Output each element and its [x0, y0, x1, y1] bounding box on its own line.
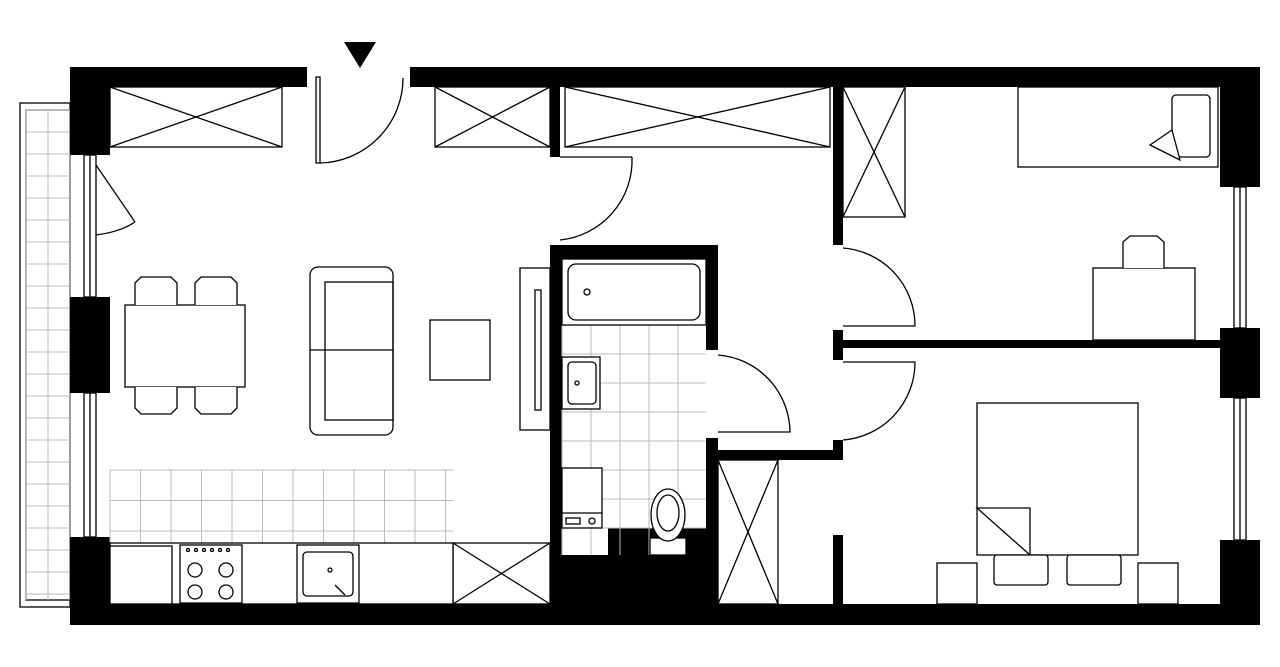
walls	[70, 67, 1260, 625]
window-icon	[83, 154, 1247, 541]
kitchen	[109, 469, 454, 605]
washing-machine-icon	[561, 467, 603, 529]
toilet-icon	[649, 488, 687, 556]
closet-icon	[109, 86, 906, 605]
bathroom	[561, 258, 707, 556]
entrance-arrow-icon	[344, 42, 376, 68]
sink-icon	[561, 356, 601, 410]
chair-icon	[134, 276, 178, 305]
bathtub-icon	[561, 258, 707, 326]
coffee-table	[429, 319, 491, 381]
chair-icon	[194, 387, 238, 415]
chair-icon	[1122, 235, 1165, 268]
desk	[1092, 235, 1196, 341]
stove-icon	[179, 544, 243, 604]
bed-icon	[936, 402, 1179, 605]
dining-table	[124, 276, 246, 415]
balcony	[19, 102, 71, 608]
chair-icon	[194, 276, 238, 305]
sink-icon	[296, 544, 360, 604]
chair-icon	[134, 387, 178, 415]
bed-icon	[1017, 86, 1219, 168]
door-icon[interactable]	[315, 76, 916, 441]
tv-icon	[519, 267, 551, 431]
sofa-icon	[309, 266, 394, 436]
